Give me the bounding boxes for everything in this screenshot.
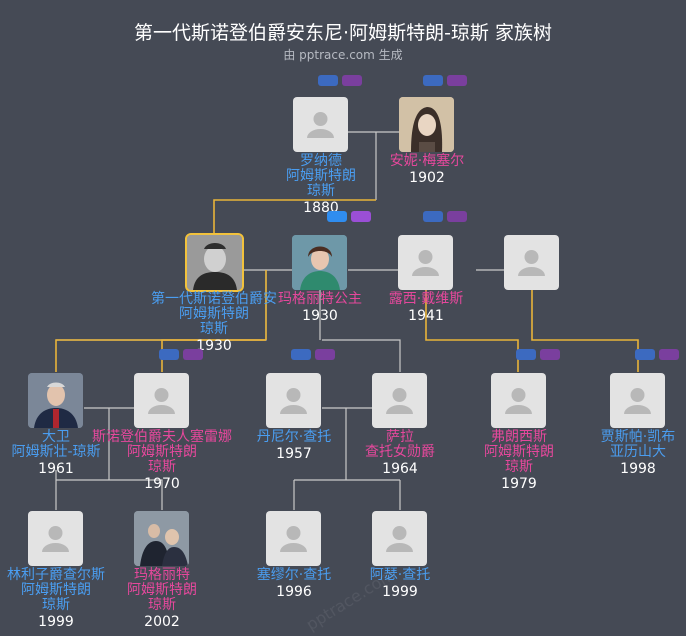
mother-tag[interactable] — [183, 349, 203, 360]
relation-tags[interactable] — [423, 75, 467, 86]
birth-year: 1979 — [501, 476, 537, 492]
relation-tags[interactable] — [318, 75, 362, 86]
birth-year: 1999 — [38, 614, 74, 630]
birth-year: 1957 — [276, 446, 312, 462]
placeholder-avatar-icon — [266, 511, 321, 566]
placeholder-avatar-icon — [372, 511, 427, 566]
placeholder-avatar-icon — [134, 373, 189, 428]
relation-tags[interactable] — [291, 349, 335, 360]
birth-year: 2002 — [144, 614, 180, 630]
placeholder-avatar-icon — [293, 97, 348, 152]
mother-tag[interactable] — [342, 75, 362, 86]
relation-tags[interactable] — [423, 211, 467, 222]
relation-tags[interactable] — [327, 211, 371, 222]
person-name: 贾斯帕·凯布 亚历山大 1998 — [568, 430, 686, 478]
person-name: 第一代斯诺登伯爵安 阿姆斯特朗 琼斯 1930 — [144, 292, 284, 355]
placeholder-avatar-icon — [28, 511, 83, 566]
person-name — [462, 292, 602, 293]
birth-year: 1941 — [408, 308, 444, 324]
person-name: 玛格丽特公主 1930 — [250, 292, 390, 325]
person-name: 玛格丽特 阿姆斯特朗 琼斯 2002 — [92, 568, 232, 631]
placeholder-avatar-icon — [610, 373, 665, 428]
person-name: 斯诺登伯爵夫人塞雷娜 阿姆斯特朗 琼斯 1970 — [92, 429, 232, 493]
portrait-photo — [134, 511, 189, 566]
father-tag[interactable] — [423, 75, 443, 86]
person-name: 阿瑟·查托 1999 — [330, 568, 470, 601]
relation-tags[interactable] — [516, 349, 560, 360]
person-name: 露西·戴维斯 1941 — [356, 292, 496, 325]
relation-tags[interactable] — [159, 349, 203, 360]
mother-tag[interactable] — [540, 349, 560, 360]
placeholder-avatar-icon — [266, 373, 321, 428]
birth-year: 1930 — [302, 308, 338, 324]
placeholder-avatar-icon — [504, 235, 559, 290]
person-name: 安妮·梅塞尔 1902 — [357, 154, 497, 187]
father-tag[interactable] — [635, 349, 655, 360]
birth-year: 1902 — [409, 170, 445, 186]
birth-year: 1970 — [144, 476, 180, 492]
relation-tags[interactable] — [635, 349, 679, 360]
person-name: 萨拉 查托女勋爵 1964 — [330, 430, 470, 478]
father-tag[interactable] — [423, 211, 443, 222]
birth-year: 1999 — [382, 584, 418, 600]
person-name: 弗朗西斯 阿姆斯特朗 琼斯 1979 — [449, 430, 589, 493]
portrait-photo — [185, 233, 244, 292]
person-name: 大卫 阿姆斯壮-琼斯 1961 — [0, 430, 126, 478]
placeholder-avatar-icon — [491, 373, 546, 428]
page-title: 第一代斯诺登伯爵安东尼·阿姆斯特朗-琼斯 家族树 — [134, 22, 552, 44]
portrait-photo — [28, 373, 83, 428]
father-tag[interactable] — [318, 75, 338, 86]
father-tag[interactable] — [159, 349, 179, 360]
generator-credit: 由 pptrace.com 生成 — [283, 48, 403, 62]
father-tag[interactable] — [516, 349, 536, 360]
mother-tag[interactable] — [447, 75, 467, 86]
father-tag[interactable] — [291, 349, 311, 360]
placeholder-avatar-icon — [398, 235, 453, 290]
birth-year: 1964 — [382, 461, 418, 477]
person-name: 丹尼尔·查托 1957 — [224, 430, 364, 463]
birth-year: 1930 — [196, 338, 232, 354]
portrait-photo — [292, 235, 347, 290]
birth-year: 1998 — [620, 461, 656, 477]
birth-year: 1996 — [276, 584, 312, 600]
portrait-photo — [399, 97, 454, 152]
person-name: 塞缪尔·查托 1996 — [224, 568, 364, 601]
mother-tag[interactable] — [659, 349, 679, 360]
mother-tag[interactable] — [315, 349, 335, 360]
placeholder-avatar-icon — [372, 373, 427, 428]
mother-tag[interactable] — [447, 211, 467, 222]
birth-year: 1961 — [38, 461, 74, 477]
mother-tag[interactable] — [351, 211, 371, 222]
person-name: 林利子爵查尔斯 阿姆斯特朗 琼斯 1999 — [0, 568, 126, 631]
father-tag[interactable] — [327, 211, 347, 222]
